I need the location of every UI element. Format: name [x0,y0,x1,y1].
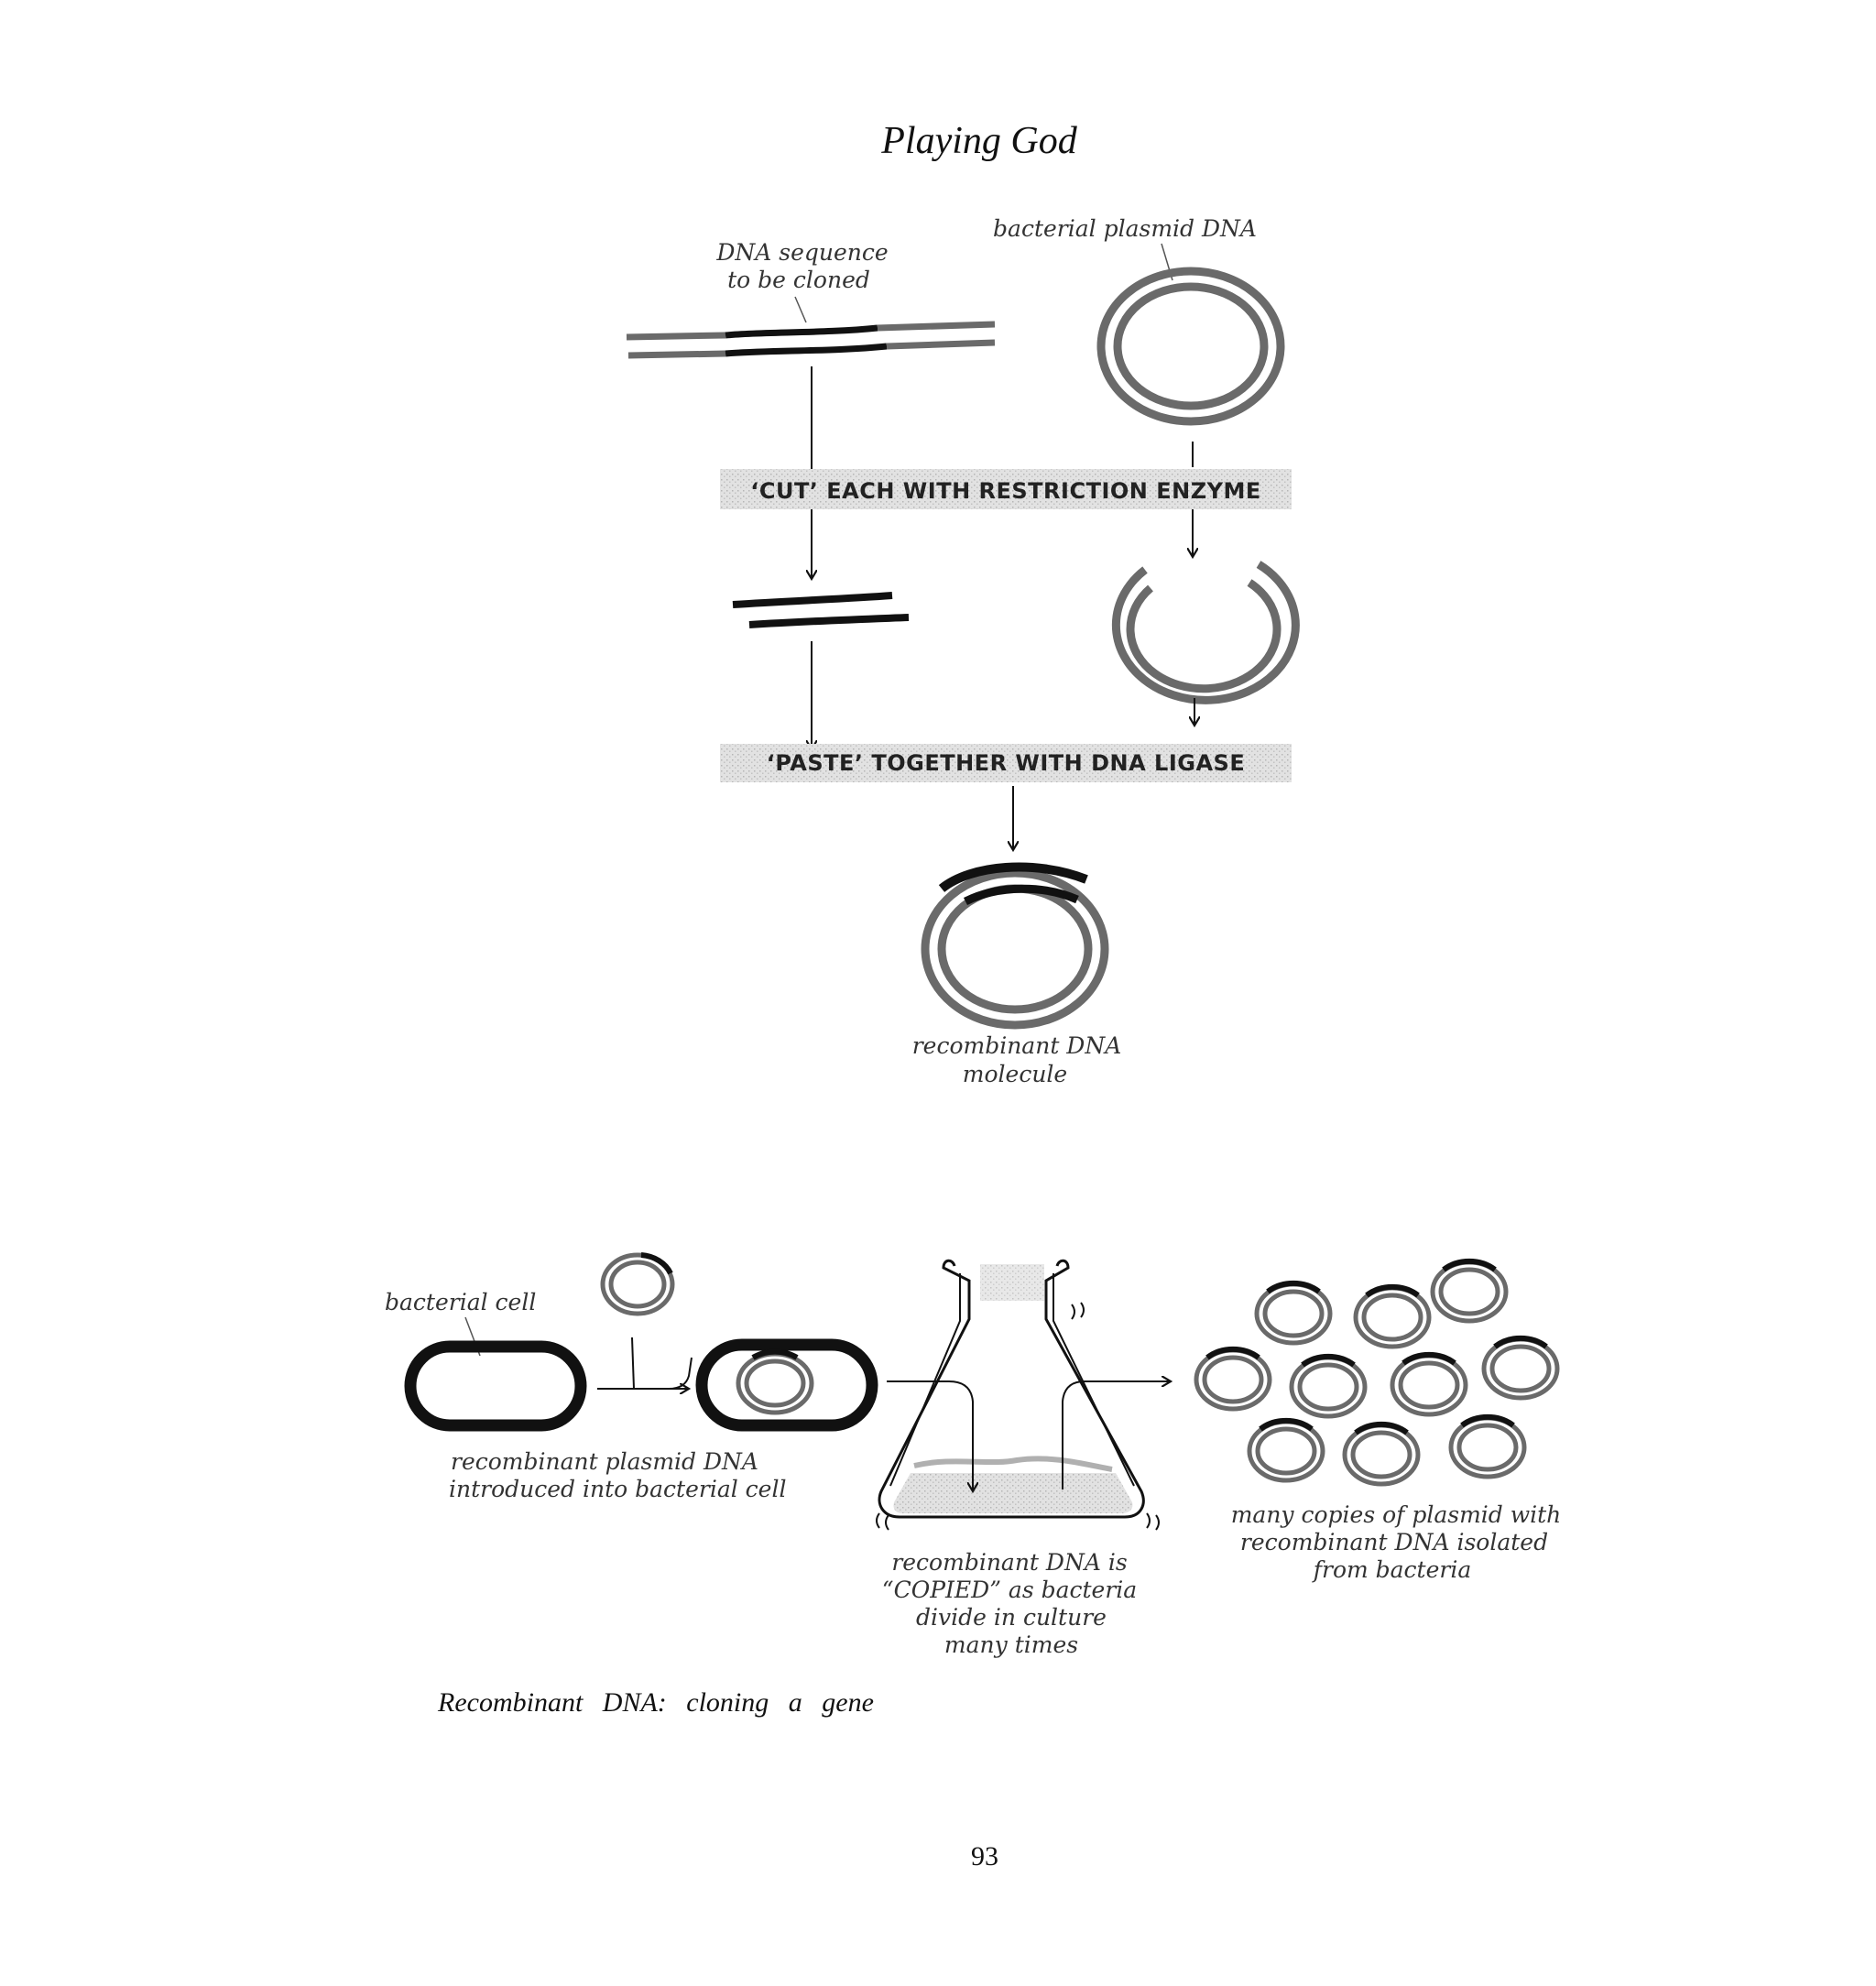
plasmid-copy [1254,1280,1333,1346]
figure-caption: Recombinant DNA: cloning a gene [438,1687,874,1718]
bacterial-cell-label-text: bacterial cell [385,1289,536,1315]
recombinant-label-line2: molecule [963,1061,1067,1087]
copies-label-line3: from bacteria [1312,1556,1472,1583]
page-number: 93 [971,1841,998,1871]
step-cut-label: ‘CUT’ EACH WITH RESTRICTION ENZYME [750,478,1261,504]
plasmid-copy [1390,1351,1468,1417]
introduced-label-line2: introduced into bacterial cell [449,1476,786,1502]
plasmid-copy [1481,1335,1560,1401]
plasmid-copy [1353,1283,1432,1349]
dna-double-strand [626,321,996,359]
copies-label-line1: many copies of plasmid with [1231,1501,1562,1528]
step-paste-band: ‘PASTE’ TOGETHER WITH DNA LIGASE [720,744,1292,782]
copied-label-line1: recombinant DNA is [891,1549,1127,1576]
cut-dna-fragment [732,592,910,628]
copies-label-line2: recombinant DNA isolated [1240,1529,1548,1555]
recombinant-dna-molecule [921,862,1109,1030]
dna-sequence-label: DNA sequence to be cloned [715,239,889,323]
dna-sequence-label-line1: DNA sequence [715,239,888,266]
recombinant-label-line1: recombinant DNA [912,1032,1122,1059]
plasmid-copies [1194,1258,1560,1487]
introduced-label: recombinant plasmid DNA introduced into … [449,1448,786,1502]
culture-flask [876,1259,1160,1531]
recombinant-dna-label: recombinant DNA molecule [912,1032,1122,1087]
step-paste-label: ‘PASTE’ TOGETHER WITH DNA LIGASE [767,750,1245,776]
running-head: Playing God [881,120,1077,162]
bacterial-plasmid [1096,267,1285,426]
free-recombinant-plasmid [600,1252,675,1316]
dna-sequence-label-line2: to be cloned [727,267,870,293]
arrow-into-flask [887,1380,973,1491]
arrow-into-cell [597,1357,693,1390]
bacterial-cell [404,1340,587,1432]
transformed-bacterial-cell [695,1338,878,1432]
plasmid-copy [1194,1346,1272,1412]
arrow-to-transformed-cell [631,1337,635,1390]
step-cut-band: ‘CUT’ EACH WITH RESTRICTION ENZYME [720,469,1292,509]
arrow-out-of-flask [1062,1381,1171,1490]
copied-label: recombinant DNA is “COPIED” as bacteria … [882,1549,1137,1658]
copies-label: many copies of plasmid with recombinant … [1231,1501,1562,1583]
copied-label-line2: “COPIED” as bacteria [882,1577,1137,1603]
plasmid-label-text: bacterial plasmid DNA [993,215,1257,242]
plasmid-copy [1342,1421,1421,1487]
plasmid-copy [1448,1413,1527,1479]
opened-plasmid [1111,561,1300,704]
plasmid-copy [1247,1417,1325,1483]
introduced-label-line1: recombinant plasmid DNA [451,1448,758,1475]
plasmid-copy [1289,1353,1368,1419]
plasmid-label: bacterial plasmid DNA [993,215,1257,281]
bacterial-cell-label: bacterial cell [385,1289,536,1357]
plasmid-copy [1430,1258,1509,1324]
copied-label-line4: many times [944,1631,1078,1658]
copied-label-line3: divide in culture [916,1604,1107,1631]
